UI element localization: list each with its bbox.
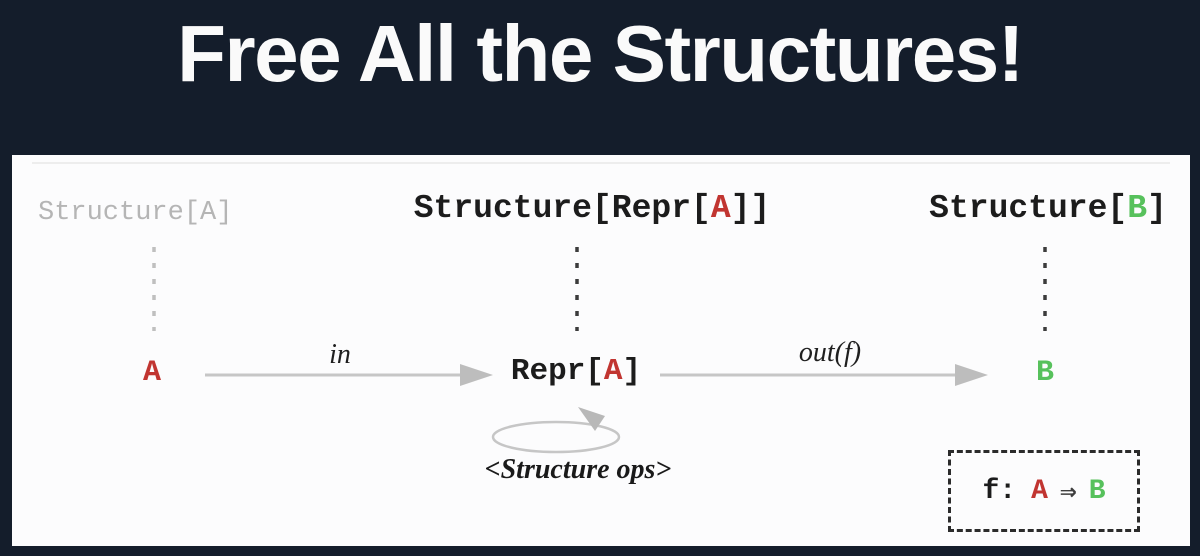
node-b: B [1035, 356, 1055, 390]
structure-ops-label: <Structure ops> [484, 454, 672, 485]
diagram-graphics [152, 247, 1047, 454]
structure-a-label: Structure[A] [38, 198, 233, 228]
diagram-panel: Structure[A] Structure[Repr[A]] Structur… [12, 155, 1190, 546]
loop-arrow-icon [491, 407, 621, 454]
node-repr-a: Repr[A] [510, 354, 642, 389]
in-arrow-label: in [329, 339, 351, 370]
out-arrow-label: out(f) [798, 337, 862, 368]
slide-title: Free All the Structures! [177, 9, 1024, 98]
f-from: A [1031, 475, 1048, 507]
f-signature-box: f: A ⇒ B [948, 450, 1140, 532]
double-arrow-icon: ⇒ [1059, 477, 1077, 509]
panel-top-edge [32, 162, 1170, 164]
in-arrow-icon [205, 364, 493, 386]
f-label: f: [982, 475, 1017, 507]
structure-b-label: Structure[B] [929, 190, 1167, 227]
f-to: B [1088, 475, 1106, 507]
structure-repr-a-label: Structure[Repr[A]] [413, 190, 771, 227]
out-arrow-icon [660, 364, 988, 386]
node-a: A [142, 356, 162, 390]
